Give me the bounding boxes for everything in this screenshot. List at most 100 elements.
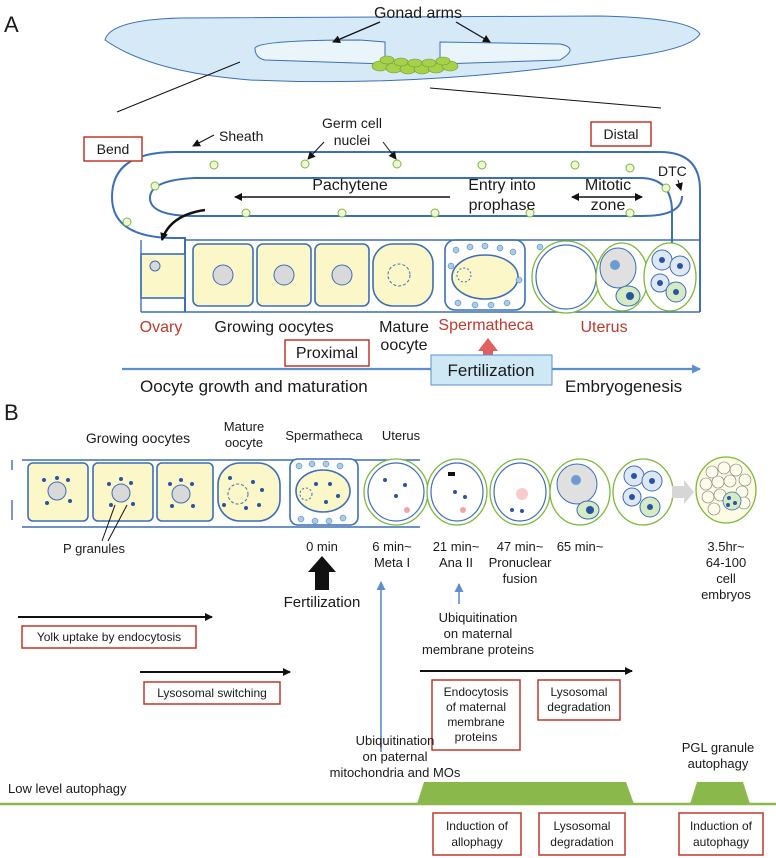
t6-label-2: Meta I — [374, 555, 410, 570]
allophagy-box — [432, 812, 522, 856]
panel-b-label: B — [4, 400, 19, 425]
fertilization-label-b: Fertilization — [284, 594, 361, 611]
distal-label: Distal — [603, 126, 638, 142]
mitotic-label-1: Mitotic — [585, 177, 631, 194]
mature-oocyte-label-2: oocyte — [380, 337, 427, 354]
sheath-arrow — [192, 134, 215, 147]
ovary-label: Ovary — [140, 319, 183, 336]
growth-maturation-label: Oocyte growth and maturation — [140, 377, 368, 396]
uterus-label: Uterus — [580, 319, 627, 336]
fertilization-box — [430, 354, 553, 386]
proximal-label: Proximal — [296, 345, 358, 362]
pgl-autophagy-plateau — [690, 782, 750, 804]
germ-cell-nuclei — [122, 159, 671, 227]
t35-label-3: cell — [716, 571, 736, 586]
b-mature-label-2: oocyte — [225, 435, 263, 450]
lysosomal-degradation-label-2: degradation — [547, 700, 610, 714]
p-granules-dots — [42, 476, 340, 510]
allophagy-label-1: Induction of — [446, 819, 509, 833]
endocytosis-label-2: of maternal — [446, 700, 506, 714]
gonad-arm-arrow-right — [455, 21, 491, 43]
uterus-embryos-a — [531, 240, 697, 314]
endocytosis-label-1: Endocytosis — [444, 685, 509, 699]
b-gonad-row — [22, 458, 420, 528]
t35-label-1: 3.5hr~ — [707, 539, 745, 554]
t21-label-2: Ana II — [439, 555, 473, 570]
lysosomal-degradation-box-2 — [538, 812, 626, 856]
gonad-tube-inner — [148, 177, 683, 312]
pgl-label-1: PGL granule — [682, 740, 755, 755]
t6-label-1: 6 min~ — [372, 539, 412, 554]
worm-embryos — [371, 55, 459, 75]
sheath-label: Sheath — [219, 128, 263, 144]
proximal-box — [284, 339, 370, 367]
nuclei-arrow-left — [307, 141, 325, 160]
gonad-arm-arrow-left — [332, 21, 381, 43]
lysosomal-switching-label: Lysosomal switching — [157, 686, 267, 700]
p-granule-pointer-2 — [107, 504, 128, 542]
allophagy-label-2: allophagy — [451, 835, 502, 849]
dtc-arrow — [675, 179, 683, 191]
b-embryo-stages — [363, 456, 757, 526]
lysosomal-switching-box — [143, 681, 281, 705]
lysosomal-degradation-2-label-2: degradation — [550, 835, 613, 849]
bend-box — [83, 136, 143, 162]
mitotic-label-2: zone — [591, 197, 626, 214]
embryogenesis-label: Embryogenesis — [565, 377, 682, 396]
ubiq-maternal-label-3: membrane proteins — [422, 642, 534, 657]
ubiq-paternal-label-3: mitochondria and MOs — [330, 765, 461, 780]
b-spermatheca-label: Spermatheca — [285, 428, 363, 443]
entry-label-1: Entry into — [468, 177, 536, 194]
t47-label-3: fusion — [503, 571, 538, 586]
b-sperm-cells — [295, 460, 347, 525]
gonad-tube — [110, 151, 701, 312]
b-gray-arrow — [672, 480, 694, 504]
endocytosis-label-4: proteins — [455, 730, 498, 744]
gonad-arms-label: Gonad arms — [374, 5, 462, 22]
low-autophagy-label: Low level autophagy — [8, 781, 127, 796]
nuclei-arrow-right — [382, 141, 397, 160]
zoom-line-right — [429, 87, 662, 109]
germ-nuclei-label-2: nuclei — [334, 132, 371, 148]
t65-label: 65 min~ — [557, 539, 604, 554]
ubiq-paternal-label-2: on paternal — [362, 749, 427, 764]
induction-autophagy-box — [678, 812, 764, 856]
ubiq-maternal-label-2: on maternal — [444, 626, 513, 641]
distal-box — [590, 121, 652, 147]
yolk-uptake-box — [21, 625, 197, 649]
bend-curve-arrow — [160, 208, 206, 241]
t0-label: 0 min — [306, 539, 338, 554]
pgl-label-2: autophagy — [688, 756, 749, 771]
induction-autophagy-label-1: Induction of — [690, 819, 753, 833]
spermatheca-label: Spermatheca — [438, 317, 533, 334]
lysosomal-degradation-label-1: Lysosomal — [551, 685, 608, 699]
t47-label-1: 47 min~ — [497, 539, 544, 554]
t35-label-4: embryos — [701, 587, 751, 602]
t47-label-2: Pronuclear — [489, 555, 553, 570]
sperm-cells-a — [447, 242, 523, 309]
entry-label-2: prophase — [469, 197, 536, 214]
endocytosis-box — [431, 679, 521, 751]
zoom-line-left — [116, 61, 241, 113]
induction-autophagy-label-2: autophagy — [693, 835, 749, 849]
mature-oocyte-label-1: Mature — [379, 319, 429, 336]
dtc-label: DTC — [658, 163, 687, 179]
allophagy-plateau — [417, 782, 634, 804]
lysosomal-degradation-2-label-1: Lysosomal — [554, 819, 611, 833]
b-growing-oocytes-label: Growing oocytes — [86, 430, 190, 446]
ubiq-paternal-label-1: Ubiquitination — [356, 733, 435, 748]
t35-label-2: 64-100 — [706, 555, 746, 570]
fertilization-label-a: Fertilization — [448, 361, 535, 380]
germ-nuclei-label-1: Germ cell — [322, 115, 382, 131]
p-granules-label: P granules — [63, 541, 125, 556]
b-oocyte-nuclei — [47, 481, 313, 505]
b-mature-label-1: Mature — [224, 419, 264, 434]
fertilization-up-arrow — [478, 338, 498, 356]
pachytene-label: Pachytene — [312, 177, 388, 194]
b-uterus-label: Uterus — [382, 428, 421, 443]
p-granule-pointer-1 — [101, 504, 116, 542]
worm-illustration — [104, 15, 701, 83]
oocyte-nuclei — [149, 260, 472, 287]
lysosomal-degradation-box — [537, 679, 621, 721]
